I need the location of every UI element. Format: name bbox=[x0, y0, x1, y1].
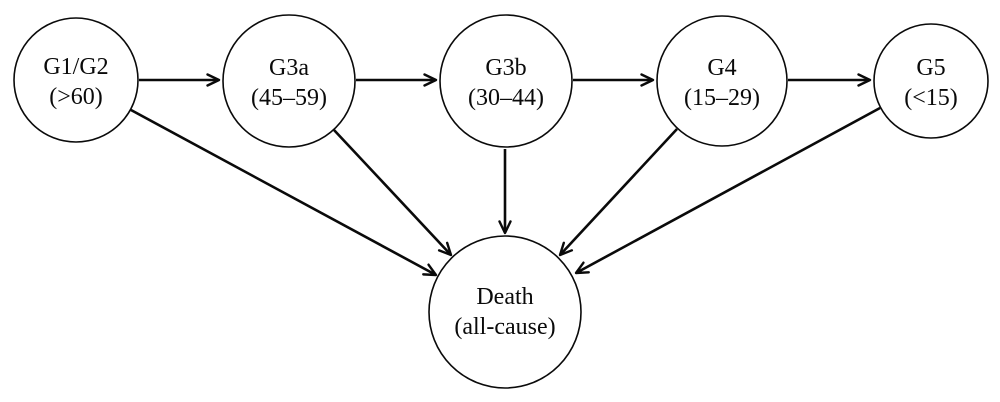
node-g4-circle bbox=[656, 15, 788, 147]
edge-g5-to-death bbox=[574, 106, 881, 275]
node-g5-label-line2: (<15) bbox=[904, 85, 958, 111]
node-g5-circle bbox=[873, 23, 989, 139]
node-g3a-label-line2: (45–59) bbox=[251, 85, 327, 111]
edge-g3a-to-death bbox=[333, 129, 453, 257]
node-g3b-label-line2: (30–44) bbox=[468, 85, 544, 111]
node-death-label-line2: (all-cause) bbox=[454, 314, 555, 340]
edge-g4-to-death bbox=[558, 128, 678, 257]
edge-g1g2-to-death bbox=[130, 108, 438, 277]
node-g5-label-line1: G5 bbox=[916, 55, 945, 81]
node-g1g2-label-line1: G1/G2 bbox=[43, 54, 108, 80]
node-g3a-label-line1: G3a bbox=[269, 55, 309, 81]
node-g3b-label-line1: G3b bbox=[485, 55, 526, 81]
node-g4-label-line1: G4 bbox=[707, 55, 736, 81]
node-death-label-line1: Death bbox=[476, 284, 533, 310]
node-g1g2-label-line2: (>60) bbox=[49, 84, 103, 110]
node-g1g2-circle bbox=[13, 17, 139, 143]
node-g3b-circle bbox=[439, 14, 573, 148]
node-g4-label-line2: (15–29) bbox=[684, 85, 760, 111]
node-g3a-circle bbox=[222, 14, 356, 148]
node-death-circle bbox=[428, 235, 582, 389]
